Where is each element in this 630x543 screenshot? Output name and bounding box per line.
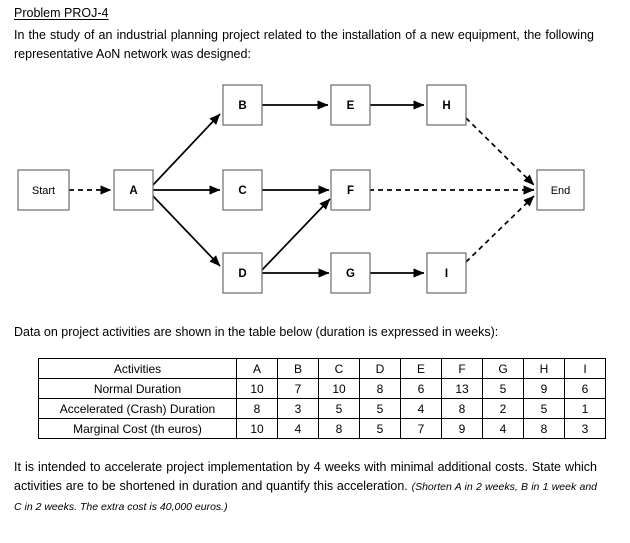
cell-crash-h: 5 <box>523 398 565 419</box>
node-i[interactable]: I <box>426 252 467 294</box>
cell-crash-e: 4 <box>400 398 442 419</box>
cell-crash-f: 8 <box>441 398 483 419</box>
table-row: Accelerated (Crash) Duration 8 3 5 5 4 8… <box>38 398 606 419</box>
table-header-a: A <box>236 358 278 379</box>
node-b[interactable]: B <box>222 84 263 126</box>
row-label-marginal-cost: Marginal Cost (th euros) <box>38 418 237 439</box>
edge-a-d <box>152 195 221 267</box>
cell-normal-f: 13 <box>441 378 483 399</box>
edge-d-f <box>261 198 331 271</box>
node-d-label: D <box>238 268 246 280</box>
cell-normal-i: 6 <box>564 378 606 399</box>
table-header-h: H <box>523 358 565 379</box>
cell-normal-g: 5 <box>482 378 524 399</box>
table-header-g: G <box>482 358 524 379</box>
cell-crash-d: 5 <box>359 398 401 419</box>
row-label-crash-duration: Accelerated (Crash) Duration <box>38 398 237 419</box>
table-header-f: F <box>441 358 483 379</box>
node-g-label: G <box>346 268 355 280</box>
node-start[interactable]: Start <box>17 169 70 211</box>
node-end-label: End <box>551 185 571 197</box>
node-e[interactable]: E <box>330 84 371 126</box>
table-header-d: D <box>359 358 401 379</box>
closing-paragraph: It is intended to accelerate project imp… <box>14 458 597 517</box>
edge-h-end <box>465 117 535 186</box>
cell-crash-a: 8 <box>236 398 278 419</box>
cell-normal-b: 7 <box>277 378 319 399</box>
cell-cost-g: 4 <box>482 418 524 439</box>
cell-normal-c: 10 <box>318 378 360 399</box>
node-g[interactable]: G <box>330 252 371 294</box>
table-header-c: C <box>318 358 360 379</box>
cell-cost-e: 7 <box>400 418 442 439</box>
closing-answer: (Shorten A in 2 weeks, B in 1 week and C… <box>14 481 597 513</box>
closing-question: It is intended to accelerate project imp… <box>14 460 597 493</box>
row-label-normal-duration: Normal Duration <box>38 378 237 399</box>
table-row: Marginal Cost (th euros) 10 4 8 5 7 9 4 … <box>38 418 606 439</box>
cell-crash-b: 3 <box>277 398 319 419</box>
node-a-label: A <box>129 185 137 197</box>
cell-cost-b: 4 <box>277 418 319 439</box>
cell-normal-e: 6 <box>400 378 442 399</box>
node-f[interactable]: F <box>330 169 371 211</box>
edge-i-end <box>465 195 535 263</box>
node-h[interactable]: H <box>426 84 467 126</box>
page-title: Problem PROJ-4 <box>14 6 109 20</box>
table-caption: Data on project activities are shown in … <box>14 325 499 339</box>
cell-cost-f: 9 <box>441 418 483 439</box>
node-start-label: Start <box>32 185 55 197</box>
table-row: Normal Duration 10 7 10 8 6 13 5 9 6 <box>38 378 606 399</box>
node-h-label: H <box>442 100 450 112</box>
cell-crash-i: 1 <box>564 398 606 419</box>
cell-cost-a: 10 <box>236 418 278 439</box>
cell-cost-c: 8 <box>318 418 360 439</box>
cell-cost-d: 5 <box>359 418 401 439</box>
aon-network-diagram: Start A B C D <box>0 72 630 320</box>
cell-normal-a: 10 <box>236 378 278 399</box>
node-b-label: B <box>238 100 246 112</box>
cell-normal-h: 9 <box>523 378 565 399</box>
table-header-label: Activities <box>38 358 237 379</box>
node-d[interactable]: D <box>222 252 263 294</box>
node-i-label: I <box>445 268 448 280</box>
intro-paragraph: In the study of an industrial planning p… <box>14 28 594 61</box>
node-a[interactable]: A <box>113 169 154 211</box>
cell-cost-i: 3 <box>564 418 606 439</box>
table-header-i: I <box>564 358 606 379</box>
activities-table: Activities A B C D E F G H I Normal Dura… <box>38 358 606 439</box>
node-end[interactable]: End <box>536 169 585 211</box>
node-c[interactable]: C <box>222 169 263 211</box>
node-e-label: E <box>347 100 355 112</box>
table-header-e: E <box>400 358 442 379</box>
node-c-label: C <box>238 185 246 197</box>
node-f-label: F <box>347 185 354 197</box>
cell-crash-c: 5 <box>318 398 360 419</box>
edge-a-b <box>152 113 221 186</box>
cell-cost-h: 8 <box>523 418 565 439</box>
cell-normal-d: 8 <box>359 378 401 399</box>
table-header-row: Activities A B C D E F G H I <box>38 358 606 379</box>
table-header-b: B <box>277 358 319 379</box>
cell-crash-g: 2 <box>482 398 524 419</box>
